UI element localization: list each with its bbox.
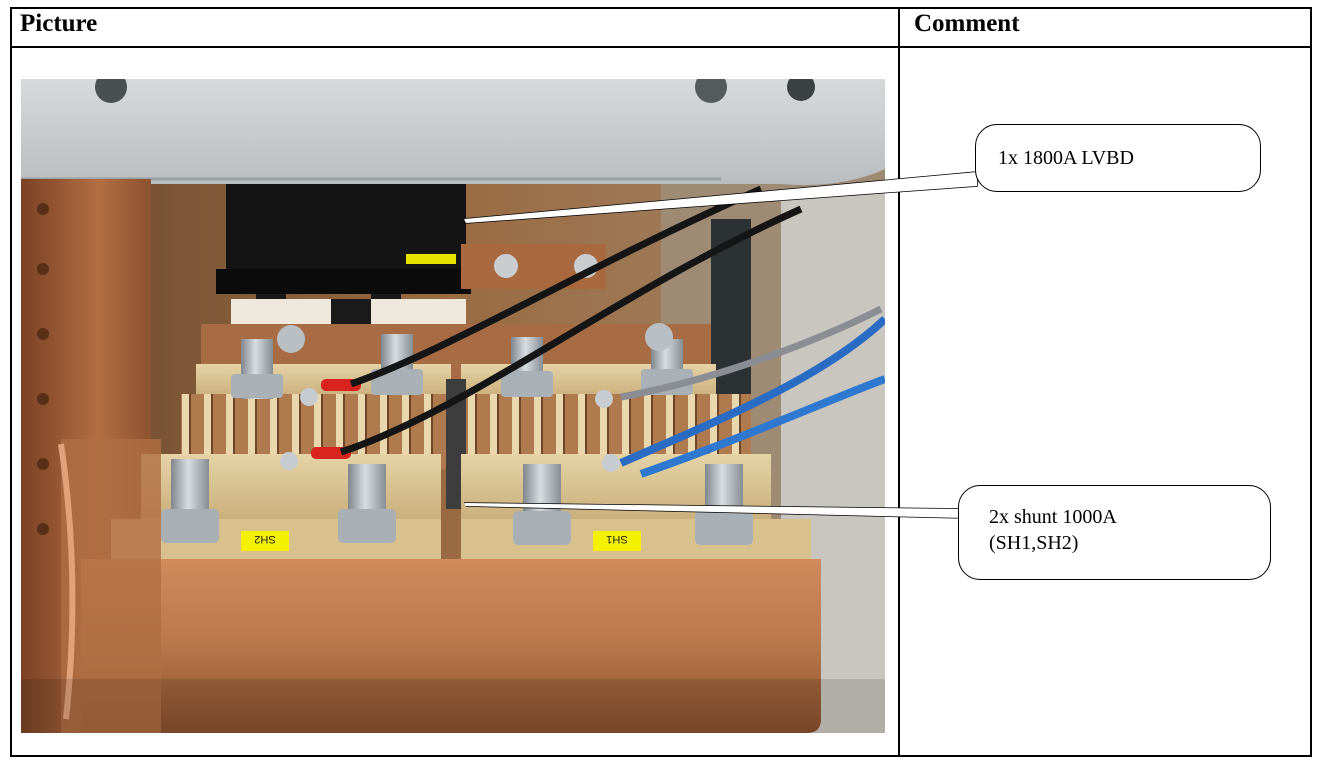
table-border-right — [1310, 7, 1312, 757]
callout-lvbd-text: 1x 1800A LVBD — [998, 147, 1134, 169]
table-column-divider — [898, 7, 900, 757]
table-border-left — [10, 7, 12, 757]
table-header-divider — [10, 46, 1312, 48]
header-comment: Comment — [914, 10, 1020, 37]
callout-shunt-line2: (SH1,SH2) — [989, 532, 1079, 554]
header-picture: Picture — [20, 10, 98, 37]
callout-shunt-line1: 2x shunt 1000A — [989, 506, 1117, 528]
table-border-bottom — [10, 755, 1312, 757]
busbar-photo: SH2 SH1 — [21, 79, 885, 733]
shunt-label-sh1: SH1 — [606, 533, 627, 545]
callout-lvbd: 1x 1800A LVBD — [975, 124, 1261, 192]
table-border-top — [10, 7, 1312, 9]
callout-shunt: 2x shunt 1000A (SH1,SH2) — [958, 485, 1271, 580]
shunt-label-sh2: SH2 — [254, 533, 275, 545]
